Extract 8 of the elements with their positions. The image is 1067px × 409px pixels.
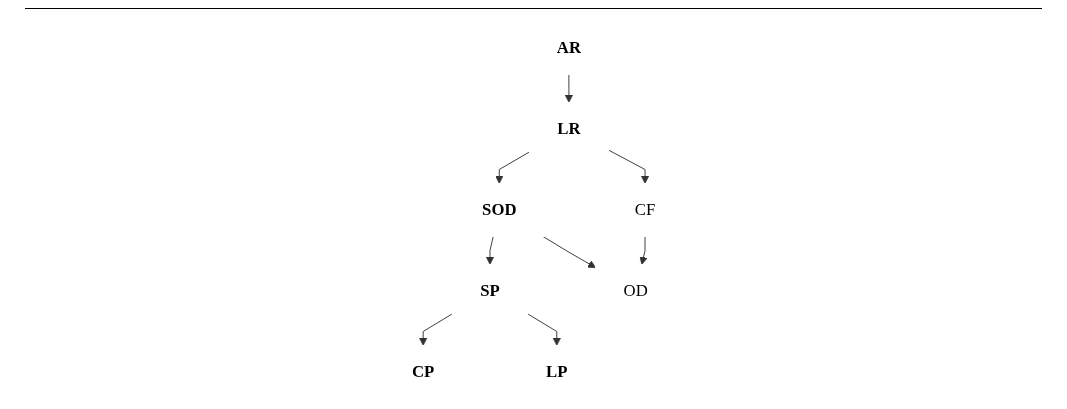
node-text: SP [480, 281, 500, 300]
node-text: CP [411, 362, 435, 381]
node-text: CF [634, 200, 656, 219]
node-text: LR [557, 119, 581, 138]
node-text: OD [623, 281, 648, 300]
node-text: LP [545, 362, 568, 381]
node-text: AR [556, 38, 581, 57]
node-text: SOD [481, 200, 517, 219]
